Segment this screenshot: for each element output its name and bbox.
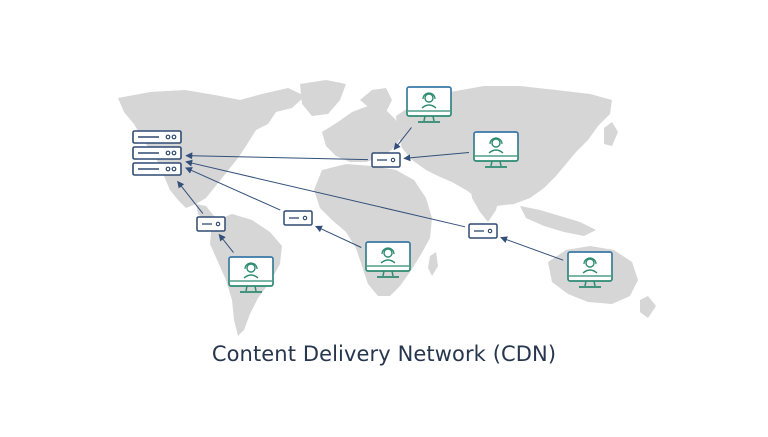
continent-scandinavia [360, 88, 392, 112]
arrow-edge-sa-to-origin [185, 167, 281, 211]
user-monitor-icon [365, 241, 411, 278]
user-monitor-icon [406, 86, 452, 123]
arrow-edge-as-to-origin [185, 159, 466, 228]
arrow-edge-na-to-origin [177, 180, 204, 214]
arrow-client-sa-to-edge-na [218, 233, 234, 253]
server-icon [283, 210, 313, 226]
server-icon [196, 216, 226, 232]
user-monitor-icon [473, 131, 519, 168]
connection-arrows [177, 127, 564, 261]
continent-africa [314, 164, 432, 296]
continent-new-zealand [640, 296, 656, 318]
arrow-client-af-to-edge-sa [315, 225, 362, 248]
diagram-caption: Content Delivery Network (CDN) [211, 342, 557, 366]
arrow-client-ru-to-edge-eu [403, 152, 470, 162]
continent-greenland [300, 80, 346, 116]
continent-southeast-asia [520, 206, 596, 236]
continent-europe [322, 106, 402, 162]
arrow-edge-eu-to-origin [185, 152, 369, 161]
server-icon [468, 223, 498, 239]
server-icon [371, 152, 401, 168]
continent-japan [604, 122, 618, 146]
network-nodes [132, 86, 613, 293]
continent-india [470, 184, 500, 222]
arrow-client-au-to-edge-as [500, 236, 564, 261]
arrow-client-eu-to-edge-eu [393, 127, 412, 151]
user-monitor-icon [228, 256, 274, 293]
server-stack-icon [132, 130, 182, 176]
continent-north-america [118, 88, 305, 208]
continent-madagascar [428, 252, 438, 276]
user-monitor-icon [567, 251, 613, 288]
